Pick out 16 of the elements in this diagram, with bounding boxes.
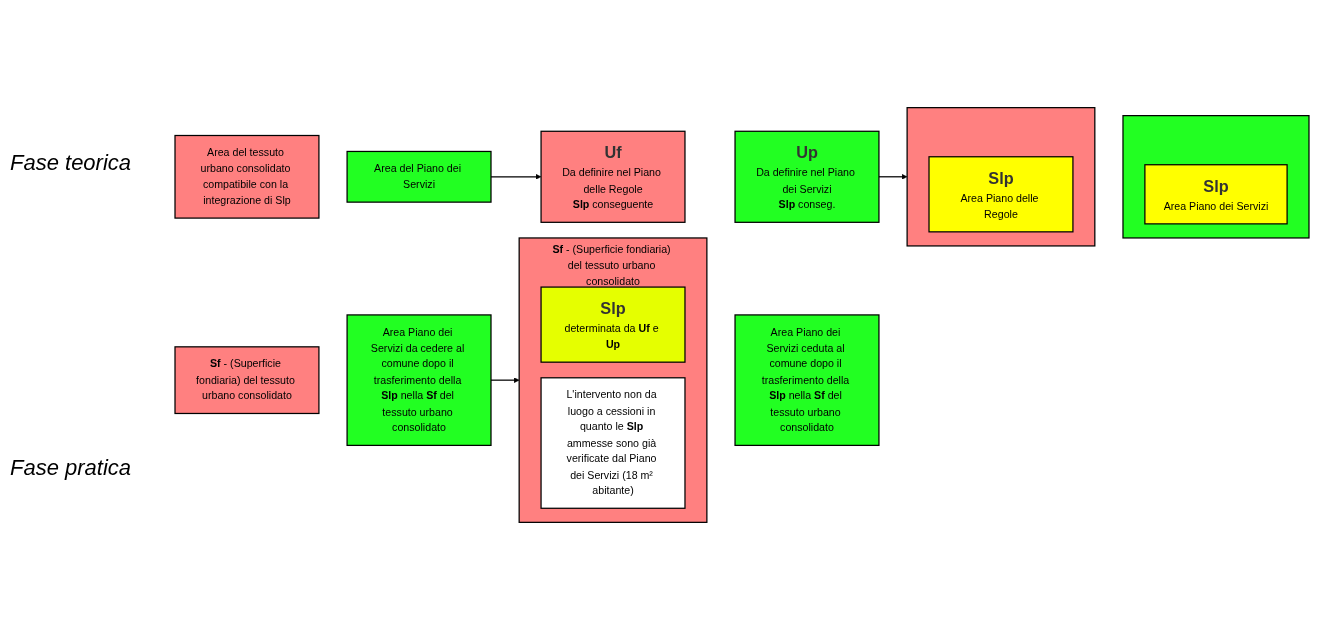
node-box: Uf Da definire nel Piano delle Regole Slp conseguente [540, 130, 686, 223]
node-box: Slp Area Piano dei Servizi [1144, 164, 1288, 225]
node-box: Sf - (Superficie fondiaria) del tessuto urbano consolidato [174, 346, 320, 415]
node-box: Slp Area Piano delle Regole [928, 156, 1074, 233]
node-box: Slp determinata da Uf e Up [540, 286, 686, 363]
arrow [878, 174, 908, 180]
cluster [1122, 115, 1310, 239]
node-box: L'intervento non da luogo a cessioni in quanto le Slp ammesse sono già verificate dal Piano dei Servizi (18 m² abitante) [540, 377, 686, 509]
node-box: Area del Piano dei Servizi [346, 150, 492, 203]
node-box: Area del tessuto urbano consolidato compatibile con la integrazione di Slp [174, 134, 320, 219]
node-box: Up Da definire nel Piano dei Servizi Slp conseg. [734, 130, 880, 223]
node-box: Area Piano dei Servizi da cedere al comune dopo il trasferimento della Slp nella Sf del tessuto urbano consolidato [346, 314, 492, 446]
phase-label: Fase teorica [10, 149, 133, 176]
cluster [906, 107, 1096, 247]
phase-label: Fase pratica [10, 454, 133, 481]
node-box: Area Piano dei Servizi ceduta al comune dopo il trasferimento della Slp nella Sf del tessuto urbano consolidato [734, 314, 880, 446]
